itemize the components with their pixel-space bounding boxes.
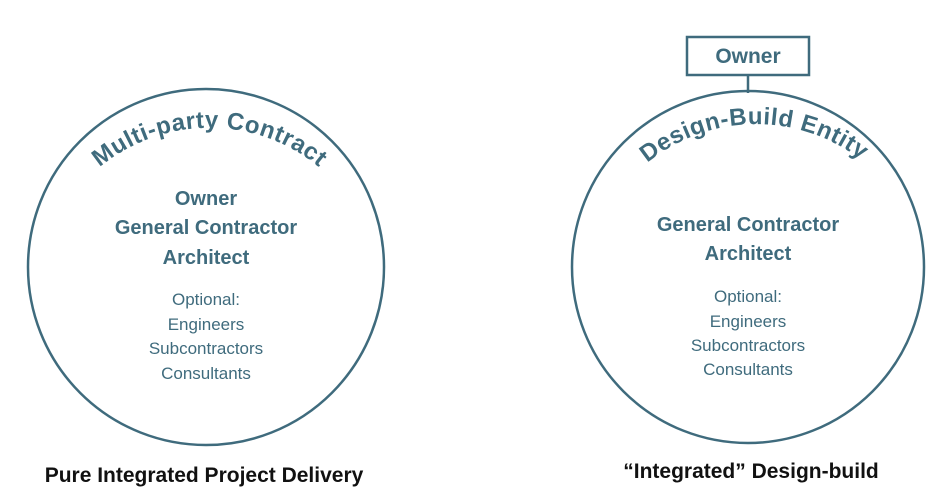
left-caption: Pure Integrated Project Delivery <box>45 464 364 487</box>
right-optional-subcontractors: Subcontractors <box>691 336 805 355</box>
left-arc-label-path: Multi-party Contract <box>87 107 332 172</box>
left-member-general-contractor: General Contractor <box>115 217 297 239</box>
left-optional-engineers: Engineers <box>168 315 245 334</box>
left-circle <box>26 87 386 447</box>
right-optional-engineers: Engineers <box>710 312 787 331</box>
left-diagram: Multi-party Contract Owner General Contr… <box>26 87 386 487</box>
left-member-architect: Architect <box>163 247 250 269</box>
left-arc-label: Multi-party Contract <box>87 107 332 172</box>
right-member-architect: Architect <box>705 243 792 265</box>
left-optional-subcontractors: Subcontractors <box>149 339 263 358</box>
right-arc-label: Design-Build Entity <box>635 103 874 167</box>
right-member-general-contractor: General Contractor <box>657 214 839 236</box>
right-circle <box>570 89 926 445</box>
right-arc-label-path: Design-Build Entity <box>635 103 874 167</box>
right-caption: “Integrated” Design-build <box>623 460 879 483</box>
right-diagram: Owner Design-Build Entity General Contra… <box>570 35 926 483</box>
owner-box-label: Owner <box>715 45 780 68</box>
left-optional-heading: Optional: <box>172 290 240 309</box>
right-optional-heading: Optional: <box>714 287 782 306</box>
right-optional-consultants: Consultants <box>703 360 793 379</box>
left-optional-consultants: Consultants <box>161 364 251 383</box>
left-member-owner: Owner <box>175 188 237 210</box>
